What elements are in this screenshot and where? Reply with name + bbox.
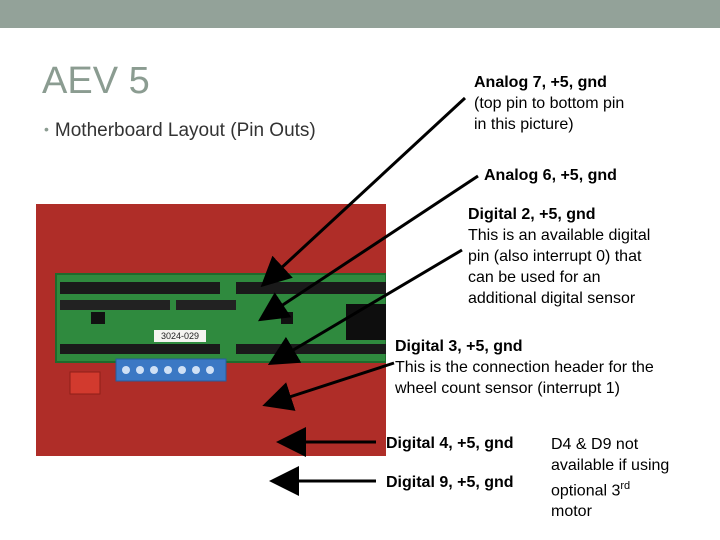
note-digital2-line2: pin (also interrupt 0) that [468,248,642,265]
bullet-item: • Motherboard Layout (Pin Outs) [44,120,316,142]
note-analog7-line2: in this picture) [474,116,574,133]
bullet-text: Motherboard Layout (Pin Outs) [54,120,316,141]
note-digital4-heading: Digital 4, +5, gnd [386,435,514,452]
top-accent-bar [0,0,720,28]
motherboard-photo: 3024-029 [36,204,386,456]
note-d4d9-line4: motor [551,503,592,521]
note-d4d9-sup: rd [620,480,631,492]
note-digital2-line4: additional digital sensor [468,290,636,307]
note-digital3-heading: Digital 3, +5, gnd [395,338,523,355]
note-analog7-heading: Analog 7, +5, gnd [474,74,607,91]
note-analog7: Analog 7, +5, gnd (top pin to bottom pin… [474,72,624,135]
note-d4d9-line3: optional 3 [551,482,621,500]
note-analog6: Analog 6, +5, gnd [484,165,617,186]
note-d4d9-line2: available if using [551,457,670,474]
note-digital9-heading: Digital 9, +5, gnd [386,474,514,491]
note-digital3-line1: This is the connection header for the [395,359,654,376]
note-digital2-heading: Digital 2, +5, gnd [468,206,596,223]
note-digital3-line2: wheel count sensor (interrupt 1) [395,380,620,397]
note-digital3: Digital 3, +5, gnd This is the connectio… [395,336,654,399]
note-digital2-line3: can be used for an [468,269,601,286]
note-digital9: Digital 9, +5, gnd [386,472,514,493]
slide-title: AEV 5 [42,60,150,102]
bullet-dot: • [44,121,49,137]
note-analog6-heading: Analog 6, +5, gnd [484,167,617,184]
note-digital4: Digital 4, +5, gnd [386,433,514,454]
note-digital2-line1: This is an available digital [468,227,651,244]
note-d4d9: D4 & D9 not available if using optional … [551,434,669,522]
note-d4d9-line1: D4 & D9 not [551,436,639,453]
note-analog7-line1: (top pin to bottom pin [474,95,625,112]
note-digital2: Digital 2, +5, gnd This is an available … [468,204,650,309]
board-label: 3024-029 [161,331,199,341]
